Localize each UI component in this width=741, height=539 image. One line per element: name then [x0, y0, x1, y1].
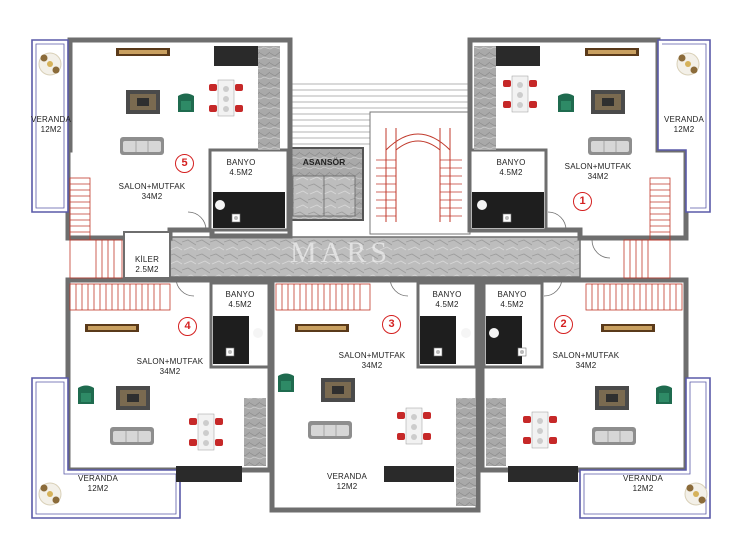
banyo-area: 4.5M2 — [228, 300, 252, 309]
unit-2-badge: 2 — [554, 315, 573, 334]
elevator — [284, 147, 364, 221]
banyo-label: BANYO — [226, 158, 256, 167]
salon-area: 34M2 — [141, 192, 163, 201]
salon-area: 34M2 — [159, 367, 181, 376]
verandas — [31, 39, 711, 519]
kiler-label: KİLER — [134, 255, 160, 264]
banyo-label: BANYO — [497, 290, 527, 299]
unit-3-badge: 3 — [382, 315, 401, 334]
unit-3-banyo: BANYO 4.5M2 — [418, 290, 476, 310]
veranda-label: VERANDA — [30, 115, 72, 124]
unit-4-banyo: BANYO 4.5M2 — [212, 290, 268, 310]
veranda-area: 12M2 — [40, 125, 62, 134]
core-stairs — [290, 78, 471, 235]
unit-3-salon: SALON+MUTFAK 34M2 — [322, 351, 422, 371]
banyo-label: BANYO — [225, 290, 255, 299]
salon-label: SALON+MUTFAK — [338, 351, 406, 360]
kitchens — [176, 46, 578, 506]
veranda-label: VERANDA — [326, 472, 368, 481]
unit-1-salon: SALON+MUTFAK 34M2 — [548, 162, 648, 182]
bathrooms — [208, 148, 548, 369]
unit-1-badge: 1 — [573, 192, 592, 211]
salon-label: SALON+MUTFAK — [118, 182, 186, 191]
banyo-area: 4.5M2 — [229, 168, 253, 177]
banyo-label: BANYO — [496, 158, 526, 167]
veranda-label: VERANDA — [663, 115, 705, 124]
unit-5-salon: SALON+MUTFAK 34M2 — [100, 182, 204, 202]
unit-4-badge: 4 — [178, 317, 197, 336]
unit-3-veranda: VERANDA 12M2 — [318, 472, 376, 492]
veranda-label: VERANDA — [77, 474, 119, 483]
elevator-label: ASANSÖR — [302, 157, 346, 167]
unit-2-banyo: BANYO 4.5M2 — [484, 290, 540, 310]
unit-4-salon: SALON+MUTFAK 34M2 — [122, 357, 218, 377]
corridor — [169, 236, 581, 278]
veranda-label: VERANDA — [622, 474, 664, 483]
unit-5-veranda: VERANDA 12M2 — [30, 115, 72, 135]
banyo-label: BANYO — [432, 290, 462, 299]
veranda-area: 12M2 — [336, 482, 358, 491]
salon-label: SALON+MUTFAK — [564, 162, 632, 171]
unit-2-veranda: VERANDA 12M2 — [620, 474, 666, 494]
veranda-area: 12M2 — [632, 484, 654, 493]
veranda-area: 12M2 — [673, 125, 695, 134]
unit-2-salon: SALON+MUTFAK 34M2 — [538, 351, 634, 371]
banyo-area: 4.5M2 — [435, 300, 459, 309]
salon-area: 34M2 — [361, 361, 383, 370]
unit-5-banyo: BANYO 4.5M2 — [214, 158, 268, 178]
salon-label: SALON+MUTFAK — [552, 351, 620, 360]
watermark: MARS — [290, 236, 392, 269]
kiler-area: 2.5M2 — [135, 265, 159, 274]
salon-area: 34M2 — [587, 172, 609, 181]
unit-1-veranda: VERANDA 12M2 — [662, 115, 706, 135]
unit-1-banyo: BANYO 4.5M2 — [484, 158, 538, 178]
veranda-area: 12M2 — [87, 484, 109, 493]
unit-4-veranda: VERANDA 12M2 — [76, 474, 120, 494]
banyo-area: 4.5M2 — [499, 168, 523, 177]
door-swings — [175, 211, 611, 297]
kiler-room — [123, 231, 171, 279]
unit-stairs — [69, 177, 683, 311]
banyo-area: 4.5M2 — [500, 300, 524, 309]
unit-5-badge: 5 — [175, 154, 194, 173]
unit-5-kiler: KİLER 2.5M2 — [124, 255, 170, 275]
salon-area: 34M2 — [575, 361, 597, 370]
salon-label: SALON+MUTFAK — [136, 357, 204, 366]
